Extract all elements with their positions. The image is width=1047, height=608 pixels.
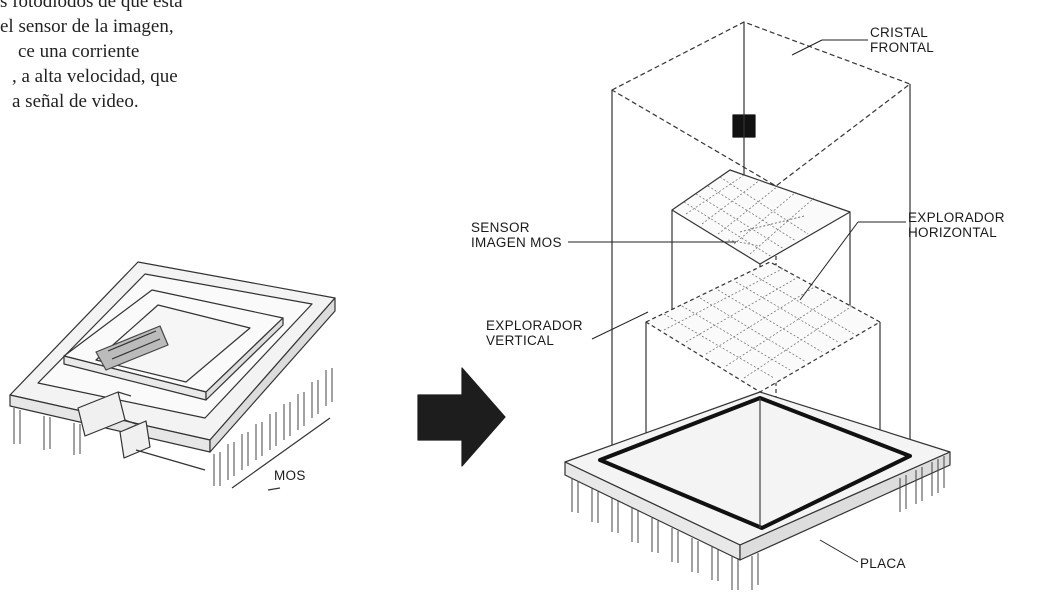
label-line: CRISTAL bbox=[870, 25, 934, 40]
label-mos: MOS bbox=[274, 468, 306, 483]
mos-chip-illustration bbox=[10, 262, 335, 490]
label-line: IMAGEN MOS bbox=[471, 235, 562, 250]
label-explorador-vertical: EXPLORADOR VERTICAL bbox=[486, 318, 583, 348]
label-line: FRONTAL bbox=[870, 40, 934, 55]
label-line: SENSOR bbox=[471, 220, 562, 235]
label-line: HORIZONTAL bbox=[908, 225, 1005, 240]
arrow-right-icon bbox=[418, 368, 505, 466]
label-sensor-imagen-mos: SENSOR IMAGEN MOS bbox=[471, 220, 562, 250]
label-line: EXPLORADOR bbox=[908, 210, 1005, 225]
label-explorador-horizontal: EXPLORADOR HORIZONTAL bbox=[908, 210, 1005, 240]
exploded-sensor-illustration bbox=[565, 22, 950, 590]
label-line: EXPLORADOR bbox=[486, 318, 583, 333]
label-line: VERTICAL bbox=[486, 333, 583, 348]
label-placa: PLACA bbox=[860, 556, 906, 571]
label-cristal-frontal: CRISTAL FRONTAL bbox=[870, 25, 934, 55]
